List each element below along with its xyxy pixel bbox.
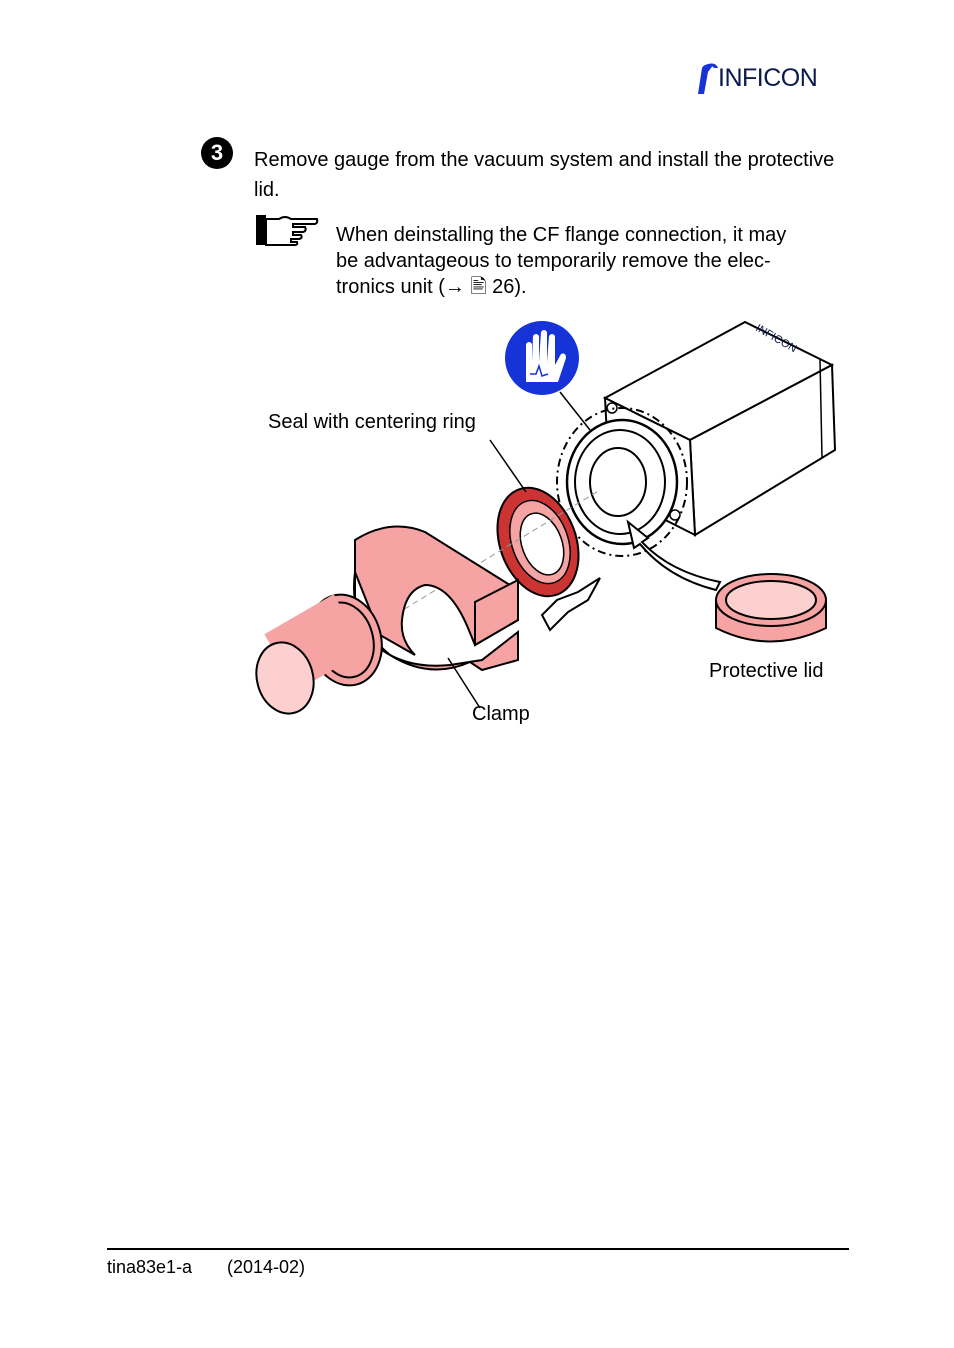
pointing-hand-icon: [255, 213, 319, 247]
label-seal: Seal with centering ring: [268, 411, 476, 433]
footer-doc-code: tina83e1-a: [107, 1257, 193, 1277]
logo-text: INFICON: [718, 64, 818, 92]
inficon-logo-mark: [698, 63, 718, 94]
step-number-bullet: 3: [201, 137, 233, 169]
label-protective-lid: Protective lid: [709, 660, 824, 682]
curved-arrow: [626, 519, 722, 592]
arrow-icon: [540, 577, 601, 632]
note-line-1: When deinstalling the CF flange connecti…: [336, 224, 787, 246]
label-clamp: Clamp: [472, 703, 530, 725]
gauge-flange: [556, 402, 688, 557]
inficon-logo: INFICON: [692, 62, 852, 98]
note-line-2: be advantageous to temporarily remove th…: [336, 250, 771, 272]
note-text: When deinstalling the CF flange connecti…: [336, 222, 856, 300]
note-line-3: tronics unit (→ 🖹 26).: [336, 276, 527, 298]
pipe: [255, 593, 383, 715]
installation-figure: INFICON: [250, 310, 850, 740]
protective-lid: [715, 573, 827, 643]
footer-date: (2014-02): [227, 1257, 306, 1277]
step-instruction: Remove gauge from the vacuum system and …: [254, 149, 835, 201]
gauge-illustration: INFICON: [255, 320, 837, 715]
gloves-mandatory-icon: [505, 321, 579, 395]
footer-rule: [107, 1248, 849, 1250]
